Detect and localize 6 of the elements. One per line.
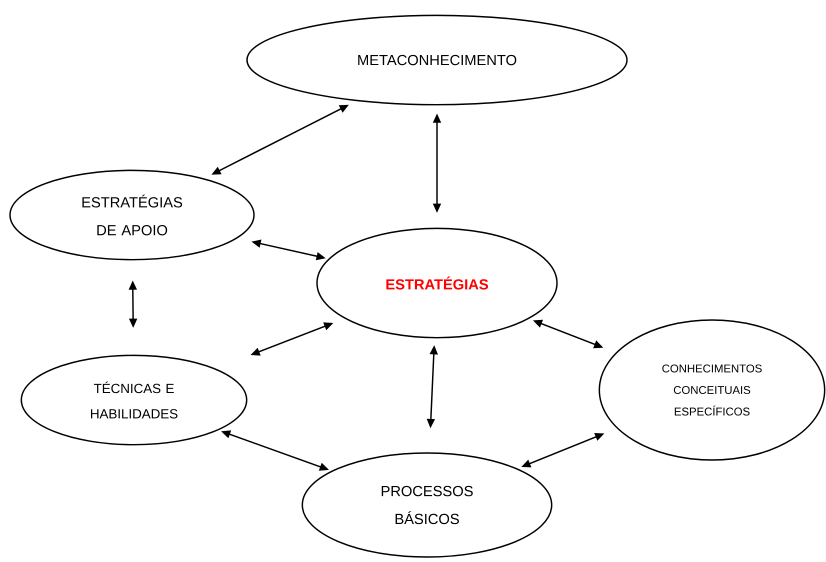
ellipse-node: TÉCNICAS E HABILIDADES <box>20 354 248 446</box>
ellipse-node: CONHECIMENTOS CONCEITUAIS ESPECÍFICOS <box>598 319 826 461</box>
ellipse-node: ESTRATÉGIAS <box>316 228 558 338</box>
ellipse-node: ESTRATÉGIAS DE APOIO <box>9 170 255 260</box>
ellipse-node: PROCESSOS BÁSICOS <box>302 452 552 558</box>
ellipse-node: METACONHECIMENTO <box>246 14 628 106</box>
